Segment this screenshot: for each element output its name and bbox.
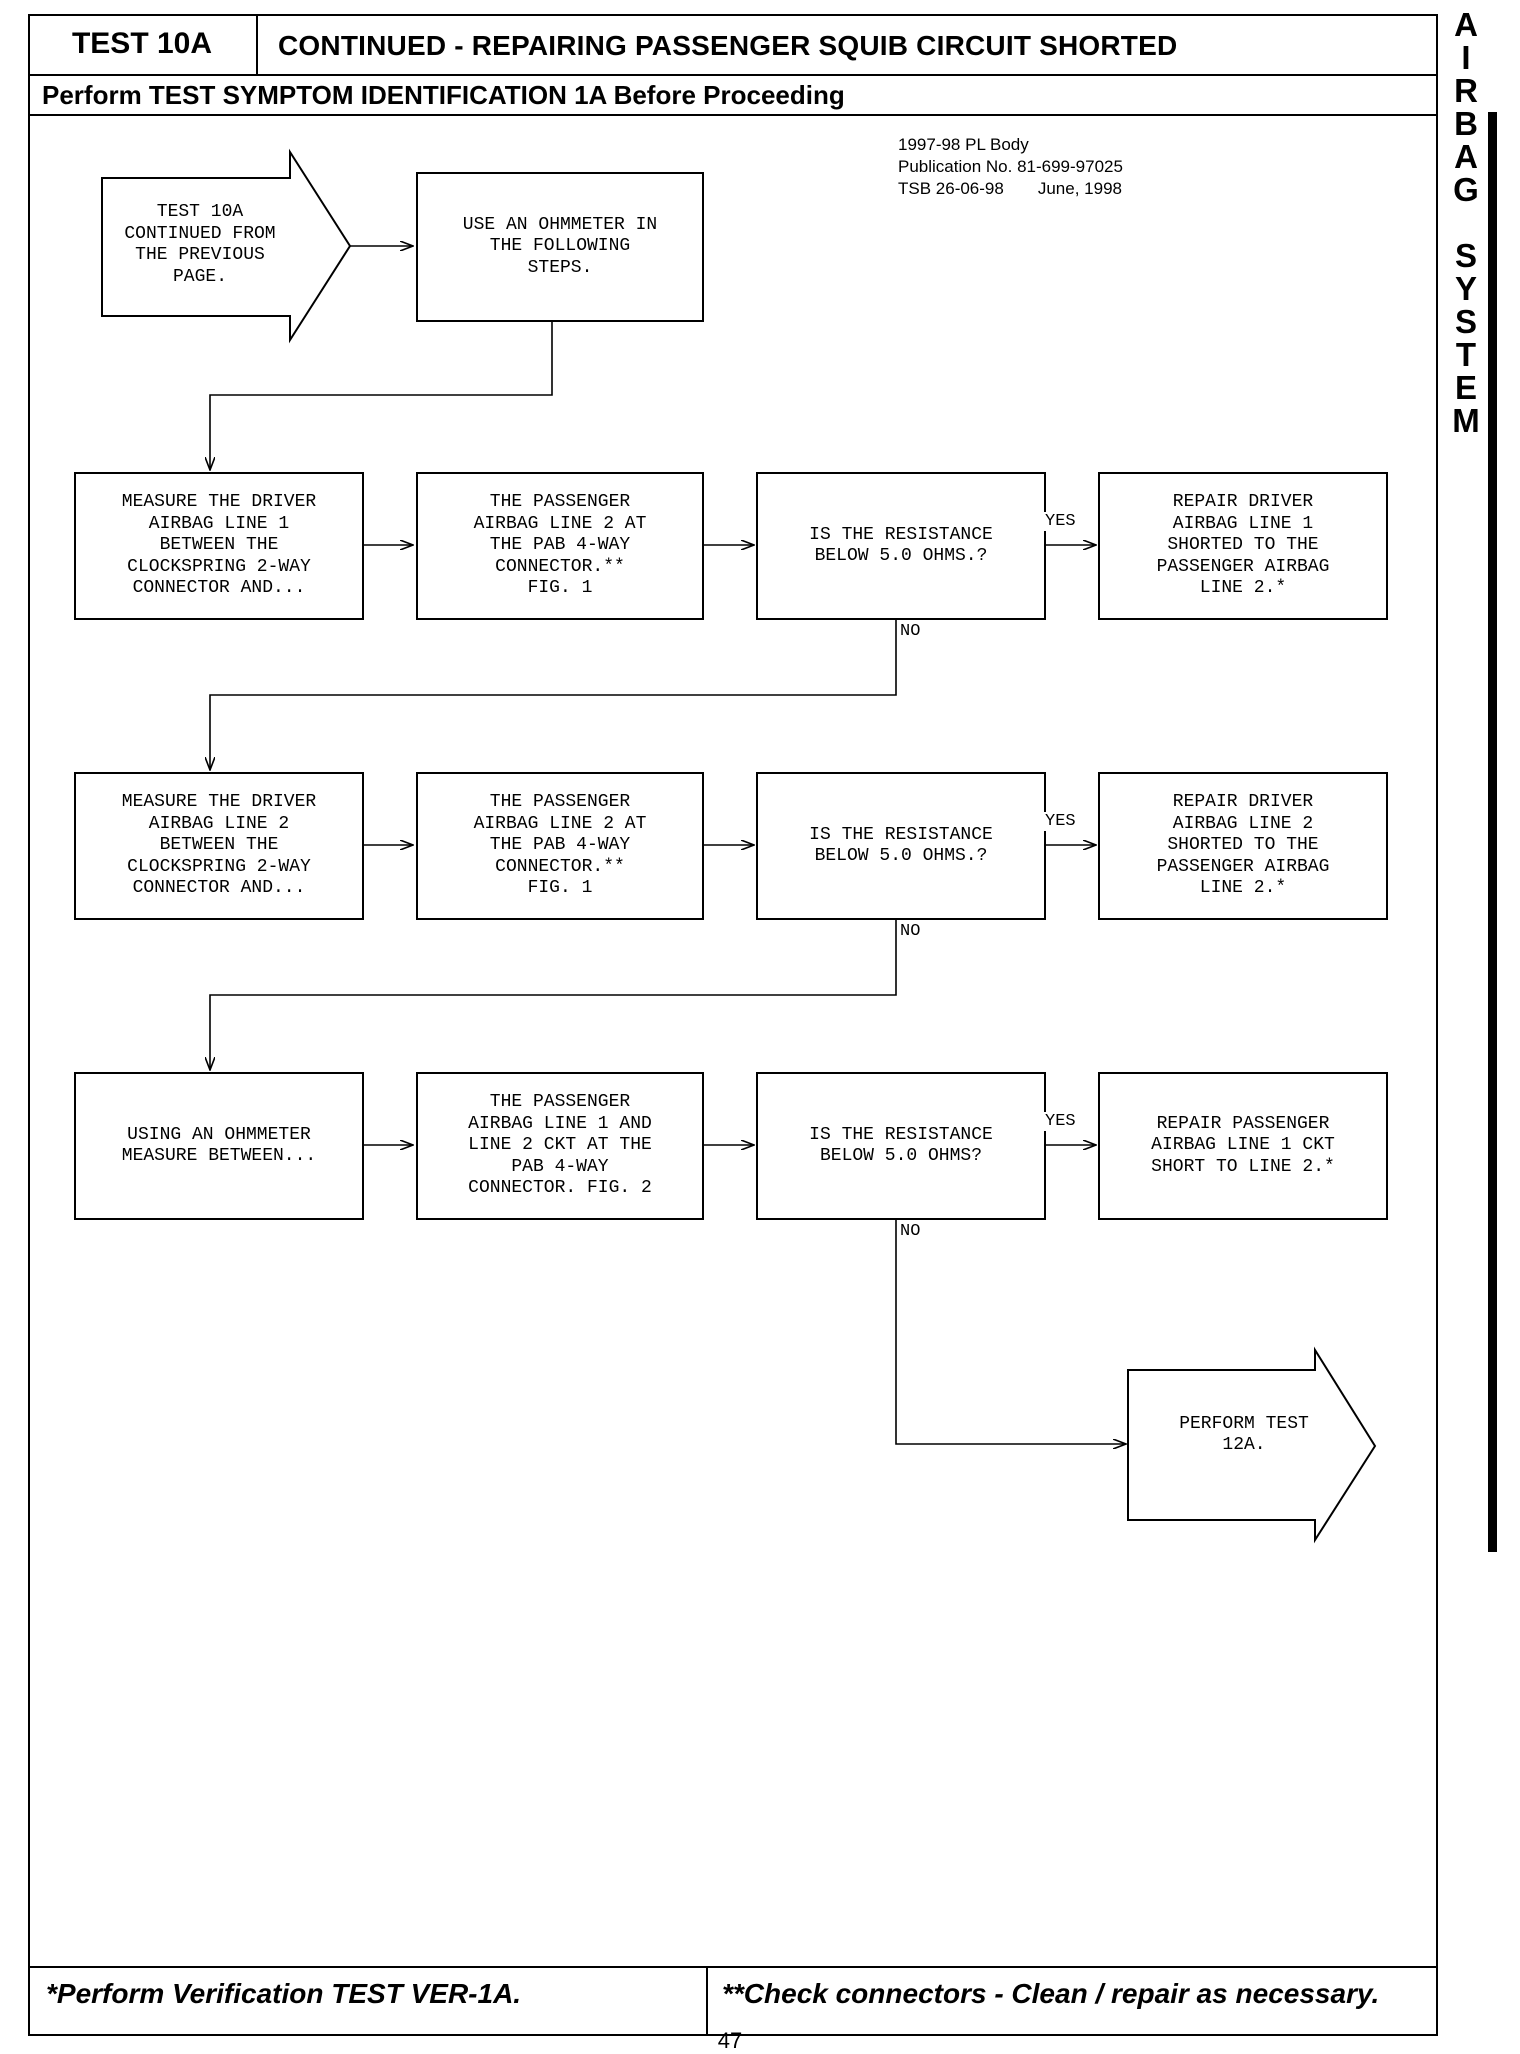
header-divider-2 bbox=[28, 114, 1438, 116]
sidebar-letter: A bbox=[1454, 6, 1478, 43]
page-frame bbox=[28, 14, 1438, 2036]
use-ohmmeter-box: USE AN OHMMETER IN THE FOLLOWING STEPS. bbox=[416, 172, 704, 322]
yes-label-2: YES bbox=[1044, 812, 1077, 831]
sidebar-letter: S bbox=[1454, 237, 1477, 274]
sidebar-letter: Y bbox=[1454, 270, 1477, 307]
repair-passenger-line1-box: REPAIR PASSENGER AIRBAG LINE 1 CKT SHORT… bbox=[1098, 1072, 1388, 1220]
sidebar-letter: B bbox=[1454, 105, 1478, 142]
yes-label-3: YES bbox=[1044, 1112, 1077, 1131]
page-number: 47 bbox=[717, 2028, 743, 2053]
sidebar-letter: T bbox=[1455, 336, 1477, 373]
no-label-3: NO bbox=[899, 1222, 922, 1241]
section-sidebar: A I R B A G S Y S T E M bbox=[1448, 8, 1484, 437]
page-subtitle: Perform TEST SYMPTOM IDENTIFICATION 1A B… bbox=[42, 80, 845, 110]
publication-number: Publication No. 81-699-97025 bbox=[898, 157, 1123, 176]
sidebar-bar bbox=[1488, 112, 1497, 1552]
publication-date: June, 1998 bbox=[1037, 179, 1122, 198]
sidebar-letter: G bbox=[1453, 171, 1479, 208]
passenger-line2-box-2: THE PASSENGER AIRBAG LINE 2 AT THE PAB 4… bbox=[416, 772, 704, 920]
no-label-2: NO bbox=[899, 922, 922, 941]
sidebar-letter: E bbox=[1454, 369, 1477, 406]
footer-column-divider bbox=[706, 1966, 708, 2036]
footer-divider bbox=[28, 1966, 1438, 1968]
repair-driver-line1-box: REPAIR DRIVER AIRBAG LINE 1 SHORTED TO T… bbox=[1098, 472, 1388, 620]
resistance-question-box-2: IS THE RESISTANCE BELOW 5.0 OHMS.? bbox=[756, 772, 1046, 920]
sidebar-letter: I bbox=[1461, 39, 1471, 76]
sidebar-letter: A bbox=[1454, 138, 1478, 175]
start-arrow-text: TEST 10A CONTINUED FROM THE PREVIOUS PAG… bbox=[124, 202, 276, 287]
passenger-line2-box-1: THE PASSENGER AIRBAG LINE 2 AT THE PAB 4… bbox=[416, 472, 704, 620]
page-title: CONTINUED - REPAIRING PASSENGER SQUIB CI… bbox=[278, 30, 1178, 61]
publication-body: 1997-98 PL Body bbox=[898, 135, 1029, 154]
connector-r1-no bbox=[210, 620, 897, 770]
publication-info: 1997-98 PL Body Publication No. 81-699-9… bbox=[898, 134, 1123, 200]
footer-connector-note: **Check connectors - Clean / repair as n… bbox=[722, 1978, 1380, 2009]
sidebar-letter: R bbox=[1454, 72, 1478, 109]
measure-driver-line1-box: MEASURE THE DRIVER AIRBAG LINE 1 BETWEEN… bbox=[74, 472, 364, 620]
connector-r2-no bbox=[210, 920, 897, 1070]
measure-driver-line2-box: MEASURE THE DRIVER AIRBAG LINE 2 BETWEEN… bbox=[74, 772, 364, 920]
sidebar-letter: S bbox=[1454, 303, 1477, 340]
publication-tsb-line: TSB 26-06-98 June, 1998 bbox=[898, 178, 1123, 200]
header-divider bbox=[258, 74, 1438, 76]
no-label-1: NO bbox=[899, 622, 922, 641]
yes-label-1: YES bbox=[1044, 512, 1077, 531]
using-ohmmeter-box: USING AN OHMMETER MEASURE BETWEEN... bbox=[74, 1072, 364, 1220]
connector-ohmmeter-to-row1 bbox=[210, 322, 553, 470]
end-arrow-text: PERFORM TEST 12A. bbox=[1179, 1413, 1309, 1456]
resistance-question-box-1: IS THE RESISTANCE BELOW 5.0 OHMS.? bbox=[756, 472, 1046, 620]
footer-verification-note: *Perform Verification TEST VER-1A. bbox=[46, 1978, 522, 2009]
start-arrow-shape bbox=[101, 148, 352, 344]
publication-tsb: TSB 26-06-98 bbox=[898, 179, 1004, 198]
sidebar-letter: M bbox=[1452, 402, 1480, 439]
passenger-line1-line2-box: THE PASSENGER AIRBAG LINE 1 AND LINE 2 C… bbox=[416, 1072, 704, 1220]
repair-driver-line2-box: REPAIR DRIVER AIRBAG LINE 2 SHORTED TO T… bbox=[1098, 772, 1388, 920]
resistance-question-box-3: IS THE RESISTANCE BELOW 5.0 OHMS? bbox=[756, 1072, 1046, 1220]
end-arrow-shape bbox=[1127, 1346, 1377, 1544]
test-label: TEST 10A bbox=[28, 14, 258, 76]
connector-r3-no bbox=[895, 1220, 1126, 1444]
